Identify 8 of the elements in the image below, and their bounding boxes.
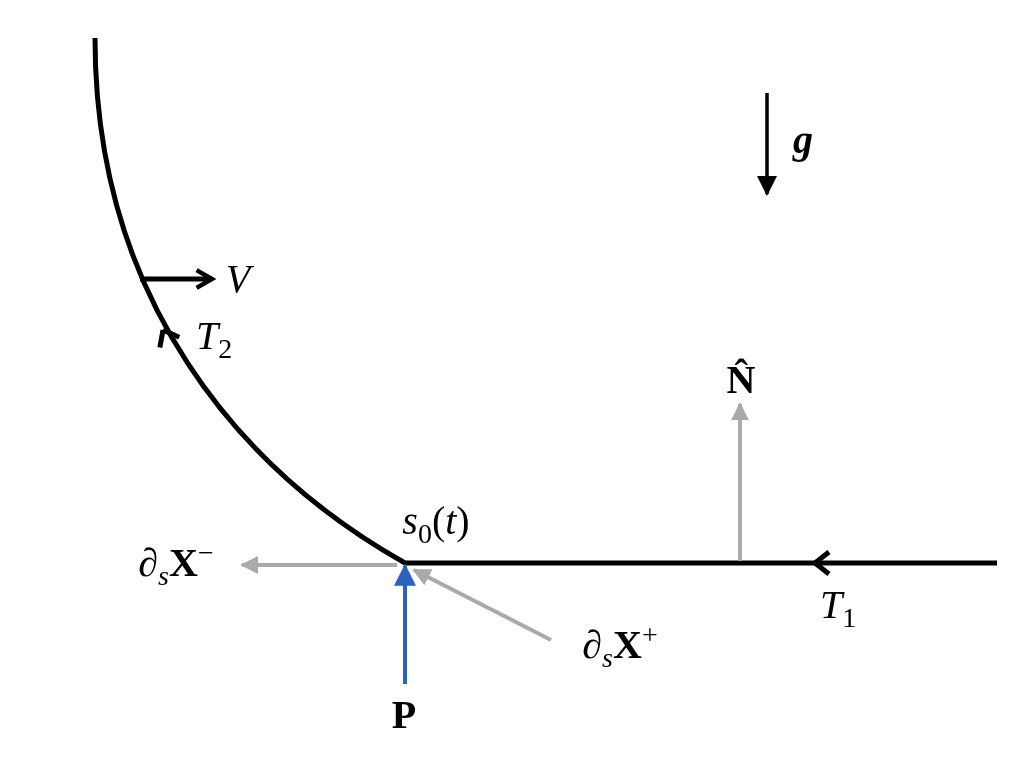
point-label: s$_{0}$(t) <box>402 501 470 541</box>
normal-label: N̂ <box>726 360 756 400</box>
tangent-label: ∂$_{s}$X$^{+}$ <box>582 625 658 665</box>
tangent-label: ∂$_{s}$X$^{−}$ <box>138 543 214 583</box>
vector-label: g <box>793 120 813 160</box>
tension-label: T$_{2}$ <box>195 316 233 356</box>
tension-label: T$_{1}$ <box>819 585 857 625</box>
force-label: P <box>391 695 417 735</box>
